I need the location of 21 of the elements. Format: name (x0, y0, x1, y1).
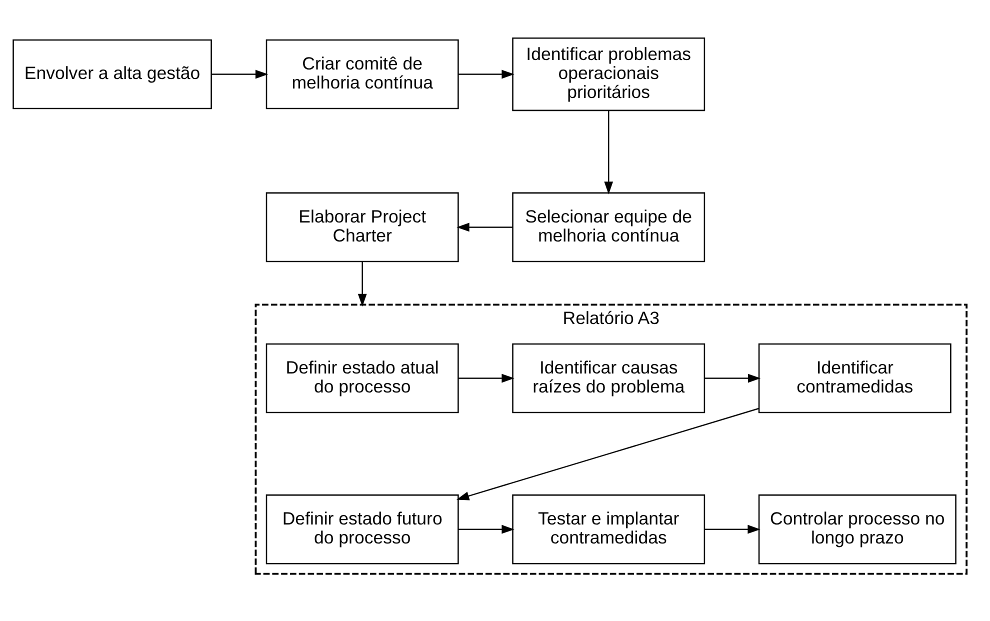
node-box: Identificar contramedidas (758, 342, 952, 413)
arrow (704, 373, 761, 382)
arrow (456, 222, 512, 232)
node-box: Testar e implantar contramedidas (512, 494, 706, 564)
arrow (211, 69, 268, 78)
node-box: Controlar processo no longo prazo (758, 494, 956, 564)
arrow (704, 524, 760, 534)
arrow (458, 373, 514, 382)
node-box: Selecionar equipe de melhoria contínua (512, 192, 706, 262)
arrow (604, 110, 614, 194)
arrow (456, 407, 759, 500)
node-box: Criar comitê de melhoria contínua (266, 38, 459, 109)
node-box: Envolver a alta gestão (12, 38, 212, 109)
node-box: Definir estado atual do processo (266, 342, 459, 413)
node-box: Identificar problemas operacionais prioritários (512, 36, 706, 111)
node-box: Identificar causas raízes do problema (512, 342, 706, 413)
node-box: Definir estado futuro do processo (266, 494, 459, 564)
node-box: Elaborar Project Charter (266, 192, 459, 262)
arrow (458, 69, 514, 78)
arrow (358, 261, 367, 306)
arrow (458, 524, 514, 534)
